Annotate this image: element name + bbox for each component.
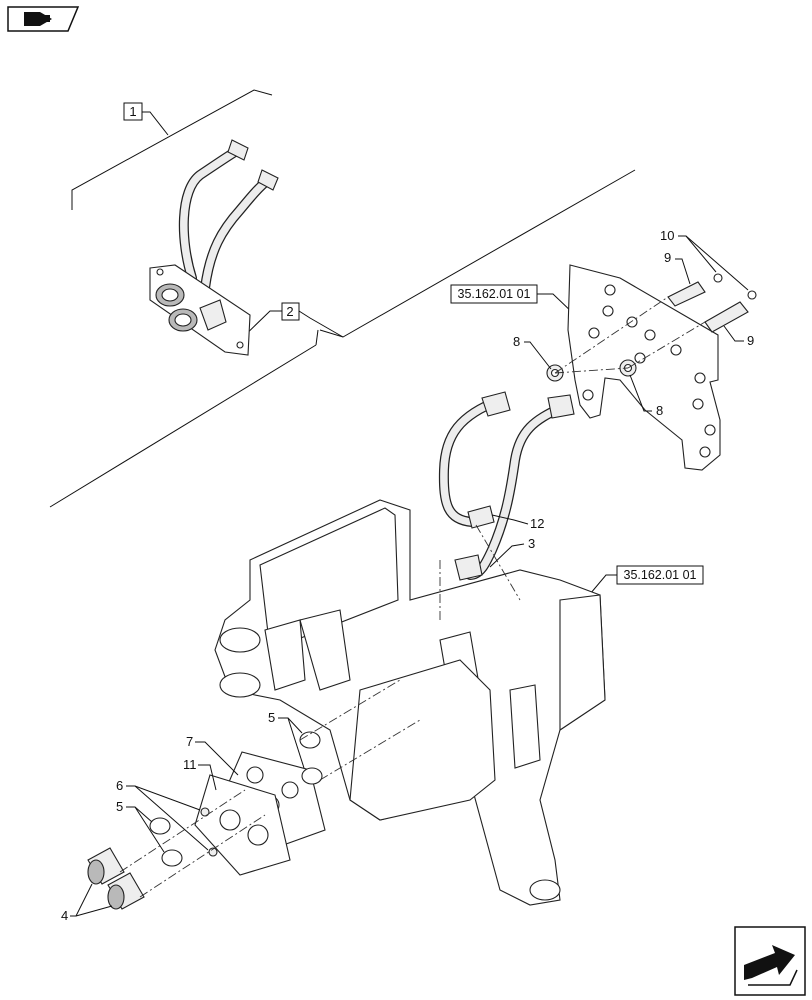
callout-5-lower[interactable]: 5 <box>116 799 165 853</box>
book-navigation-icon[interactable] <box>7 6 80 32</box>
coupler-4-upper-illustration <box>87 847 125 885</box>
reference-label-top[interactable]: 35.162.01 01 <box>450 284 576 316</box>
coupler-kit-illustration <box>149 139 279 356</box>
fitting-9-lower-illustration <box>704 290 757 333</box>
svg-text:5: 5 <box>268 710 275 725</box>
svg-text:12: 12 <box>530 516 544 531</box>
callout-3[interactable]: 3 <box>489 536 535 568</box>
svg-text:1: 1 <box>129 104 136 119</box>
svg-text:3: 3 <box>528 536 535 551</box>
callout-6[interactable]: 6 <box>116 778 209 851</box>
svg-text:7: 7 <box>186 734 193 749</box>
coupler-4-lower-illustration <box>107 872 145 910</box>
svg-text:35.162.01 01: 35.162.01 01 <box>624 568 697 582</box>
callout-10[interactable]: 10 <box>660 228 749 291</box>
callout-9-upper[interactable]: 9 <box>664 250 691 285</box>
svg-text:5: 5 <box>116 799 123 814</box>
callout-1[interactable]: 1 <box>123 102 169 136</box>
svg-text:8: 8 <box>656 403 663 418</box>
svg-text:4: 4 <box>61 908 68 923</box>
svg-text:2: 2 <box>286 304 293 319</box>
plate-11-illustration <box>194 774 291 876</box>
snap-ring-5-lower-illustration <box>149 817 183 867</box>
svg-text:35.162.01 01: 35.162.01 01 <box>458 287 531 301</box>
screw-6-illustration <box>200 807 218 857</box>
hose-12-illustration <box>438 391 511 529</box>
bracket-plate-illustration <box>567 264 721 471</box>
callout-8-left[interactable]: 8 <box>513 334 552 370</box>
svg-text:10: 10 <box>660 228 674 243</box>
snap-ring-5-upper-illustration <box>299 731 323 785</box>
callout-12[interactable]: 12 <box>491 514 544 531</box>
svg-text:8: 8 <box>513 334 520 349</box>
svg-text:9: 9 <box>747 333 754 348</box>
group-bracket <box>49 89 636 508</box>
callout-4[interactable]: 4 <box>61 883 113 923</box>
callout-9-lower[interactable]: 9 <box>723 325 754 348</box>
callout-8-right[interactable]: 8 <box>629 374 663 418</box>
reference-label-right[interactable]: 35.162.01 01 <box>584 565 704 601</box>
callout-11[interactable]: 11 <box>183 757 217 791</box>
arrow-navigation-icon[interactable] <box>734 926 806 996</box>
svg-text:11: 11 <box>183 757 197 772</box>
callout-7[interactable]: 7 <box>186 734 239 776</box>
svg-text:6: 6 <box>116 778 123 793</box>
alignment-lines <box>119 296 706 898</box>
fitting-9-upper-illustration <box>667 273 723 307</box>
callout-2[interactable]: 2 <box>237 302 344 343</box>
front-support-frame-illustration <box>214 499 606 906</box>
hose-3-illustration <box>454 394 575 581</box>
callout-5-upper[interactable]: 5 <box>268 710 305 769</box>
svg-text:9: 9 <box>664 250 671 265</box>
